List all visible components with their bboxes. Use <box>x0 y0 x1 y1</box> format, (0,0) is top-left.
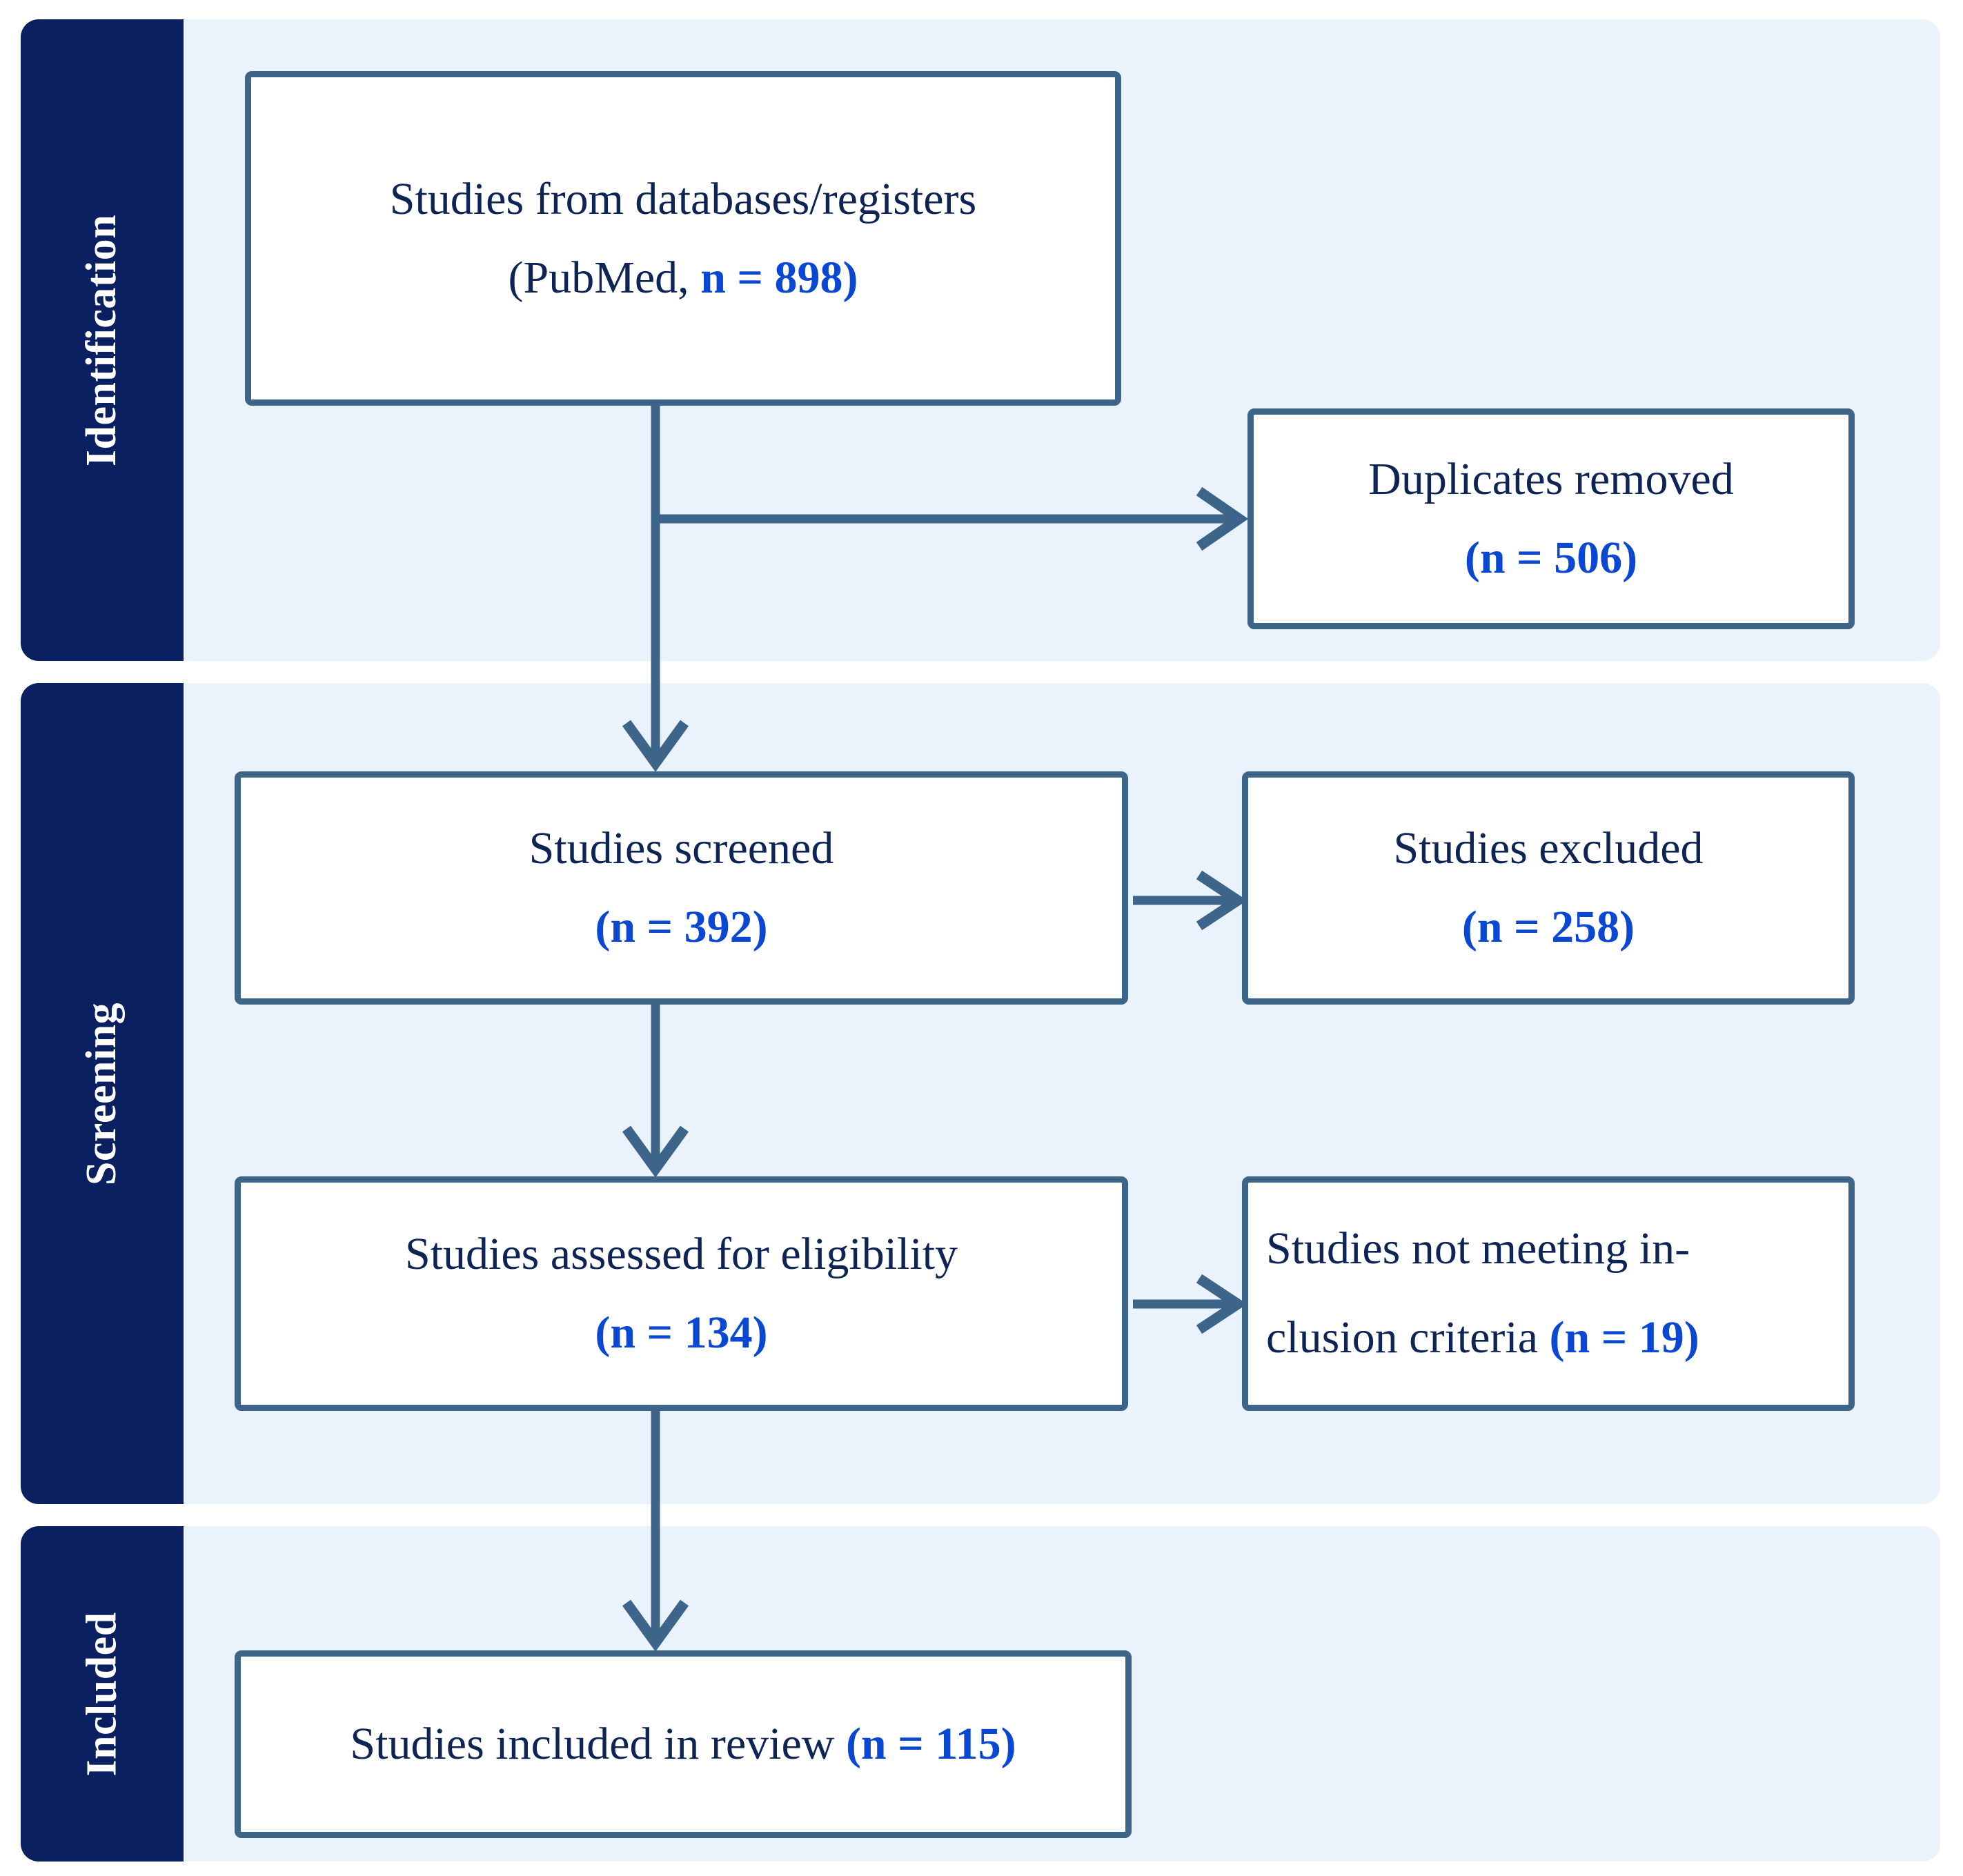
node-notmeeting-line2: clusion criteria (n = 19) <box>1266 1294 1831 1383</box>
node-sources-line1: Studies from databases/registers <box>389 173 977 224</box>
stage-label-included: Included <box>21 1526 184 1862</box>
node-included-line1-prefix: Studies included in review <box>350 1719 846 1770</box>
node-duplicates-line1: Duplicates removed <box>1368 454 1734 505</box>
stage-label-identification: Identification <box>21 19 184 661</box>
node-excluded-count: (n = 258) <box>1461 902 1635 952</box>
stage-label-screening-text: Screening <box>78 1002 126 1185</box>
node-screened-count: (n = 392) <box>595 902 768 952</box>
node-studies-assessed-for-eligibility: Studies assessed for eligibility (n = 13… <box>235 1176 1128 1411</box>
node-notmeeting-line2-prefix: clusion criteria <box>1266 1312 1550 1363</box>
stage-label-screening: Screening <box>21 683 184 1504</box>
node-studies-not-meeting-inclusion-criteria: Studies not meeting in- clusion criteria… <box>1242 1176 1855 1411</box>
node-eligibility-count: (n = 134) <box>595 1307 768 1358</box>
stage-label-identification-text: Identification <box>78 214 126 466</box>
node-studies-from-databases: Studies from databases/registers (PubMed… <box>245 71 1121 406</box>
stage-label-included-text: Included <box>78 1611 126 1777</box>
node-sources-line2: (PubMed, n = 898) <box>509 239 858 317</box>
node-studies-included-in-review: Studies included in review (n = 115) <box>235 1650 1132 1838</box>
node-included-count: (n = 115) <box>845 1719 1016 1770</box>
node-notmeeting-line1: Studies not meeting in- <box>1266 1223 1690 1274</box>
node-sources-count: n = 898) <box>700 252 858 303</box>
node-included-line1: Studies included in review (n = 115) <box>350 1705 1016 1784</box>
node-sources-line2-prefix: (PubMed, <box>508 252 701 303</box>
node-duplicates-removed: Duplicates removed (n = 506) <box>1247 408 1855 629</box>
node-excluded-line1: Studies excluded <box>1393 823 1704 874</box>
node-studies-screened: Studies screened (n = 392) <box>235 771 1128 1005</box>
node-eligibility-line1: Studies assessed for eligibility <box>404 1229 958 1280</box>
node-notmeeting-count: (n = 19) <box>1549 1312 1699 1363</box>
node-screened-line1: Studies screened <box>529 823 834 874</box>
node-duplicates-count: (n = 506) <box>1464 533 1638 583</box>
node-studies-excluded: Studies excluded (n = 258) <box>1242 771 1855 1005</box>
